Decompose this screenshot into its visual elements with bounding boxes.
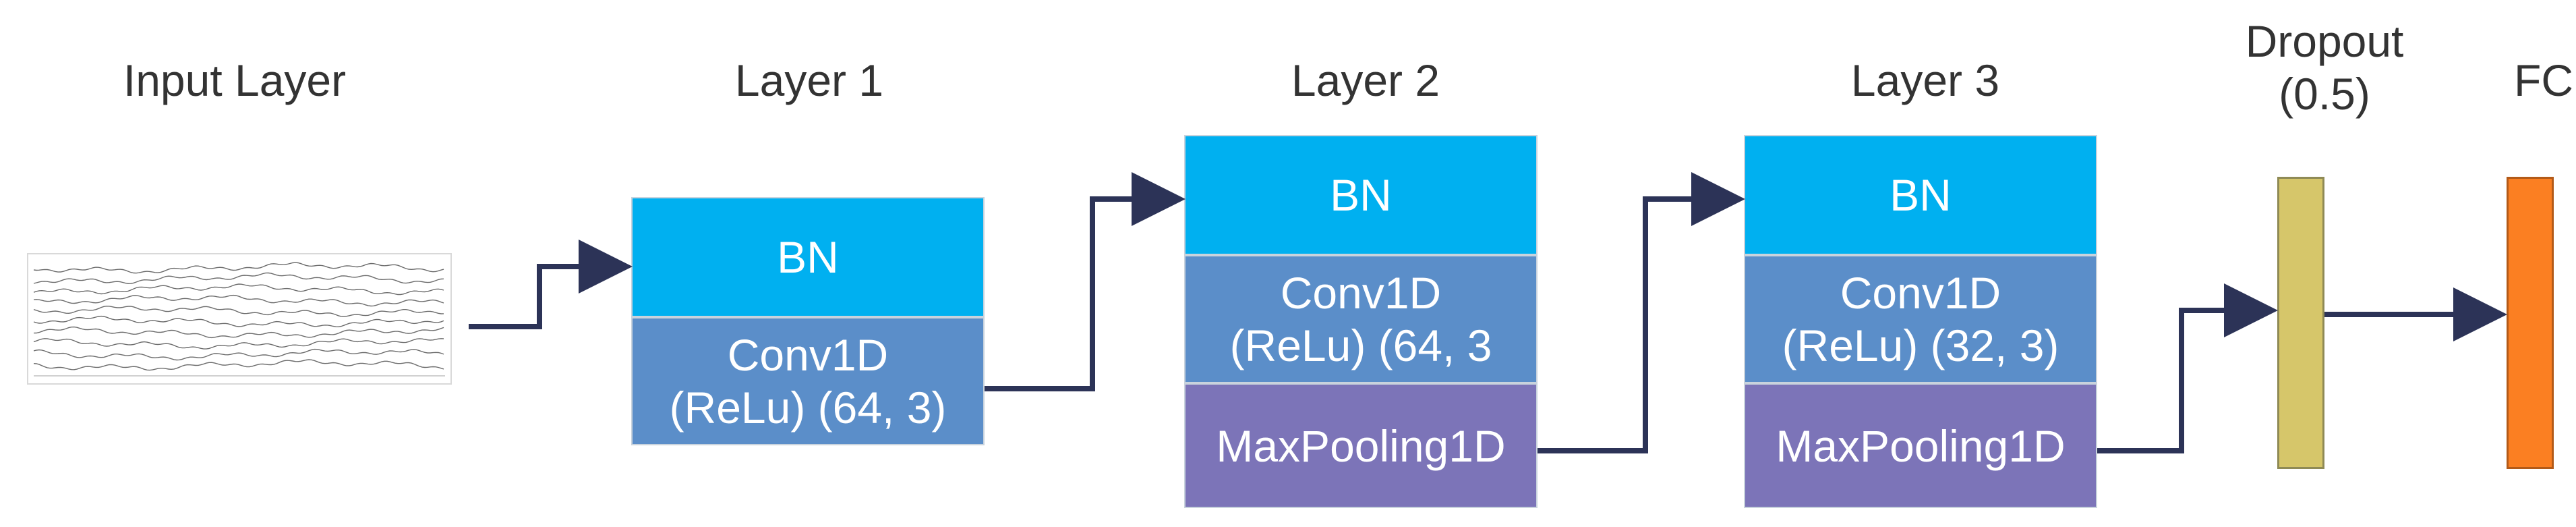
dropout-bar — [2277, 177, 2324, 469]
layer1-bn-label: BN — [777, 232, 839, 282]
fc-title: FC — [2514, 55, 2573, 105]
dropout-title: Dropout (0.5) — [2246, 15, 2404, 120]
layer2-pool-label: MaxPooling1D — [1216, 420, 1506, 471]
signal-trace — [33, 283, 444, 296]
dropout-title-rate: (0.5) — [2279, 69, 2370, 119]
arrow-layer1-to-layer2 — [985, 172, 1185, 391]
fc-bar — [2507, 177, 2554, 469]
signal-trace — [33, 305, 444, 317]
input-signal-plot — [27, 253, 452, 385]
layer2-title: Layer 2 — [1291, 55, 1440, 105]
layer2-pool-block: MaxPooling1D — [1184, 383, 1538, 508]
layer2-bn-label: BN — [1330, 170, 1392, 220]
layer1-conv-params: (ReLu) (64, 3) — [669, 383, 947, 433]
signal-trace — [33, 359, 444, 371]
layer3-conv-params: (ReLu) (32, 3) — [1782, 321, 2059, 370]
layer2-conv-label: Conv1D — [1280, 268, 1442, 318]
layer1-bn-block: BN — [631, 197, 985, 317]
layer1-title: Layer 1 — [734, 55, 884, 105]
signal-trace — [33, 348, 444, 361]
layer3-bn-block: BN — [1744, 135, 2097, 255]
input-layer-title: Input Layer — [123, 55, 347, 105]
dropout-title-name: Dropout — [2245, 16, 2404, 66]
signal-trace — [33, 326, 444, 339]
signal-trace — [33, 315, 444, 328]
signal-trace — [33, 338, 444, 350]
signal-trace — [33, 272, 444, 285]
layer2-bn-block: BN — [1184, 135, 1538, 255]
layer3-title: Layer 3 — [1850, 55, 2000, 105]
arrow-layer2-to-layer3 — [1538, 172, 1745, 453]
signal-trace — [33, 294, 444, 307]
layer3-bn-label: BN — [1890, 170, 1952, 220]
layer3-pool-block: MaxPooling1D — [1744, 383, 2097, 508]
layer2-conv-block: Conv1D (ReLu) (64, 3 — [1184, 255, 1538, 383]
arrow-input-to-layer1 — [469, 240, 633, 329]
layer1-conv-label: Conv1D — [727, 330, 889, 380]
arrow-layer3-to-dropout — [2097, 283, 2278, 453]
layer3-conv-label: Conv1D — [1840, 268, 2001, 318]
signal-traces — [33, 262, 445, 377]
signal-trace — [33, 262, 444, 274]
layer3-pool-label: MaxPooling1D — [1776, 420, 2066, 471]
layer2-conv-params: (ReLu) (64, 3 — [1229, 321, 1492, 370]
layer1-conv-block: Conv1D (ReLu) (64, 3) — [631, 317, 985, 445]
layer3-conv-block: Conv1D (ReLu) (32, 3) — [1744, 255, 2097, 383]
